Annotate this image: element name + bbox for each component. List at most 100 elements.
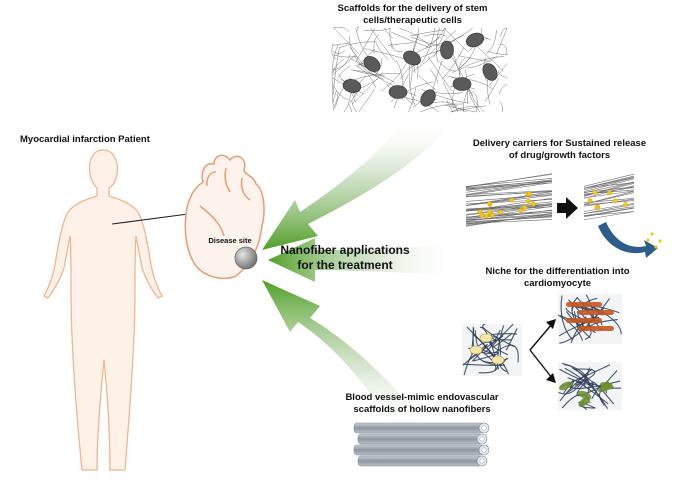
carrier-fiber (465, 219, 553, 224)
scaffold-fiber (431, 27, 446, 45)
scaffold-fiber (332, 54, 358, 58)
hollow-tube (357, 433, 483, 445)
cardiomyocyte-orange (578, 326, 614, 331)
scaffold-fiber (409, 65, 413, 89)
scaffold-fiber (389, 43, 403, 53)
scaffold-fiber (425, 36, 442, 48)
scaffold-fiber (332, 54, 356, 75)
scaffold-fiber (499, 101, 503, 113)
diff-arrow-down (529, 349, 553, 379)
stem-cell-scaffold (331, 26, 508, 113)
niche-fiber (566, 381, 582, 393)
carrier-fiber (583, 183, 635, 197)
carrier-fiber (465, 192, 553, 206)
scaffold-fiber (356, 66, 377, 88)
stem-cell (363, 56, 381, 72)
disease-site-marker (234, 246, 258, 270)
niche-fiber (557, 314, 584, 341)
carrier-fibers-releasing (583, 173, 635, 221)
scaffold-fiber (458, 55, 491, 62)
drug-particle (487, 201, 493, 206)
carrier-fiber (465, 194, 553, 206)
scaffold-fiber (332, 59, 344, 70)
scaffold-fiber (331, 44, 339, 93)
drug-particle (531, 201, 536, 207)
drug-particle (489, 213, 495, 218)
hollow-tube (353, 422, 485, 434)
released-particle (646, 238, 650, 242)
scaffold-fiber (332, 91, 336, 109)
arrow-from-vessel (262, 280, 430, 430)
carrier-fiber (583, 206, 635, 214)
cardiomyocyte-green (577, 390, 592, 400)
stem-cell (388, 85, 408, 99)
scaffold-fiber (390, 81, 434, 102)
stem-cell (482, 63, 498, 81)
scaffold-fiber (332, 92, 339, 111)
diff-arrowhead-down (546, 373, 556, 383)
scaffold-fiber (450, 105, 486, 113)
released-growth-factors (646, 232, 662, 249)
scaffold-fiber (408, 87, 417, 113)
released-particle (650, 232, 654, 236)
niche-fiber (559, 368, 622, 389)
patient-body (43, 149, 163, 471)
scaffold-fiber (444, 104, 476, 113)
carrier-fiber (583, 177, 635, 191)
cardiomyocyte-orange (566, 302, 602, 307)
scaffold-fiber (373, 34, 380, 54)
niche-scaffold-undifferentiated (462, 323, 522, 376)
scaffold-fiber (472, 91, 478, 113)
center-title: Nanofiber applications for the treatment (280, 243, 410, 272)
scaffold-fiber (467, 55, 498, 69)
scaffold-fiber (391, 31, 430, 48)
carrier-fiber (465, 174, 553, 187)
scaffold-fiber (441, 46, 465, 80)
diff-arrowhead-up (546, 319, 556, 329)
released-particle (654, 245, 658, 249)
scaffold-fiber (358, 89, 375, 113)
scaffold-fiber (376, 43, 389, 61)
scaffold-fiber (351, 99, 357, 113)
carrier-fiber (465, 180, 553, 189)
released-particle (658, 239, 662, 243)
carrier-fiber (465, 203, 553, 210)
carrier-fiber (583, 175, 635, 189)
scaffold-fiber (358, 63, 396, 83)
scaffold-fiber (498, 83, 508, 94)
scaffold-fiber (496, 28, 508, 55)
carrier-fiber (465, 178, 553, 187)
carrier-fiber (465, 191, 553, 206)
scaffold-fiber (351, 73, 401, 82)
cardiomyocyte-orange (578, 310, 614, 315)
niche-fiber (589, 319, 618, 334)
scaffold-fiber (438, 60, 456, 72)
cardiomyocyte-green (559, 381, 573, 391)
release-flow-arrow (598, 222, 658, 258)
drug-particle (497, 209, 503, 215)
scaffold-fiber (500, 43, 508, 56)
carrier-fiber (465, 204, 553, 210)
scaffold-fiber (449, 104, 467, 113)
scaffold-fiber (355, 27, 376, 62)
scaffold-fiber (332, 67, 336, 73)
carrier-fiber (465, 206, 553, 220)
scaffold-fiber (332, 50, 345, 54)
scaffold-fiber (430, 27, 446, 54)
scaffold-fiber (331, 43, 337, 60)
carrier-fiber (583, 211, 635, 221)
pointer-line (111, 213, 189, 225)
scaffold-fiber (358, 49, 376, 68)
drug-particle (487, 209, 492, 215)
diff-arrow-up (529, 323, 553, 351)
scaffold-fiber (339, 41, 378, 48)
carrier-fiber (583, 190, 635, 205)
carrier-fiber (465, 180, 553, 191)
scaffold-fiber (423, 33, 447, 37)
stem-cell (465, 32, 485, 48)
scaffold-fiber (444, 27, 469, 53)
scaffold-fiber (332, 90, 337, 103)
scaffold-fiber (458, 57, 465, 77)
